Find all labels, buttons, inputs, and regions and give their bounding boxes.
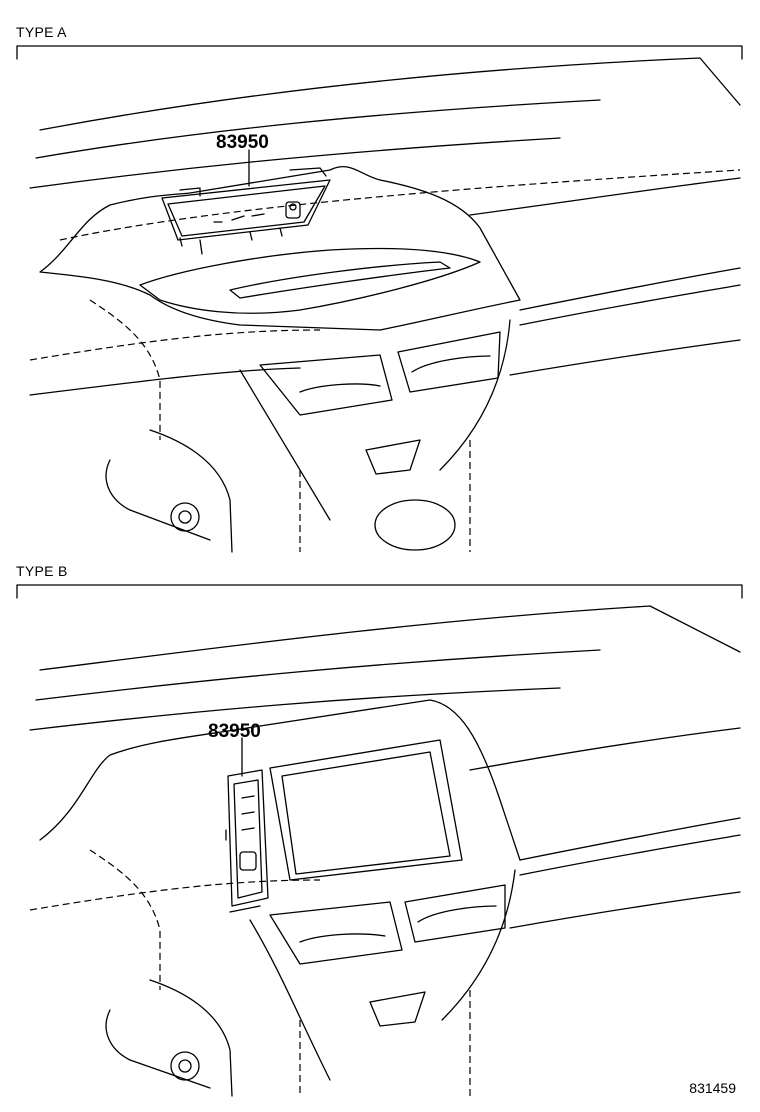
display-hood <box>39 699 521 861</box>
dash-top-edge-b <box>39 605 741 671</box>
type-a-part-number: 83950 <box>216 132 269 153</box>
type-b-bracket <box>16 584 743 599</box>
type-b-part-number: 83950 <box>208 721 261 742</box>
left-vent <box>259 354 393 416</box>
type-a-bracket <box>16 45 743 60</box>
right-vent-b <box>404 884 506 943</box>
left-vent-b <box>269 901 403 965</box>
type-a-illustration: 83950 <box>16 45 743 553</box>
dash-top-edge <box>39 57 741 131</box>
switch-assembly-83950 <box>161 167 331 255</box>
cluster-hood <box>39 165 521 331</box>
type-a-label: TYPE A <box>16 24 67 40</box>
display-screen <box>269 739 463 881</box>
figure-number: 831459 <box>689 1080 736 1096</box>
type-b-label: TYPE B <box>16 563 68 579</box>
right-vent <box>397 331 501 393</box>
switch-assembly-83950-vertical <box>225 769 269 913</box>
type-b-illustration: 83950 <box>16 584 743 1097</box>
